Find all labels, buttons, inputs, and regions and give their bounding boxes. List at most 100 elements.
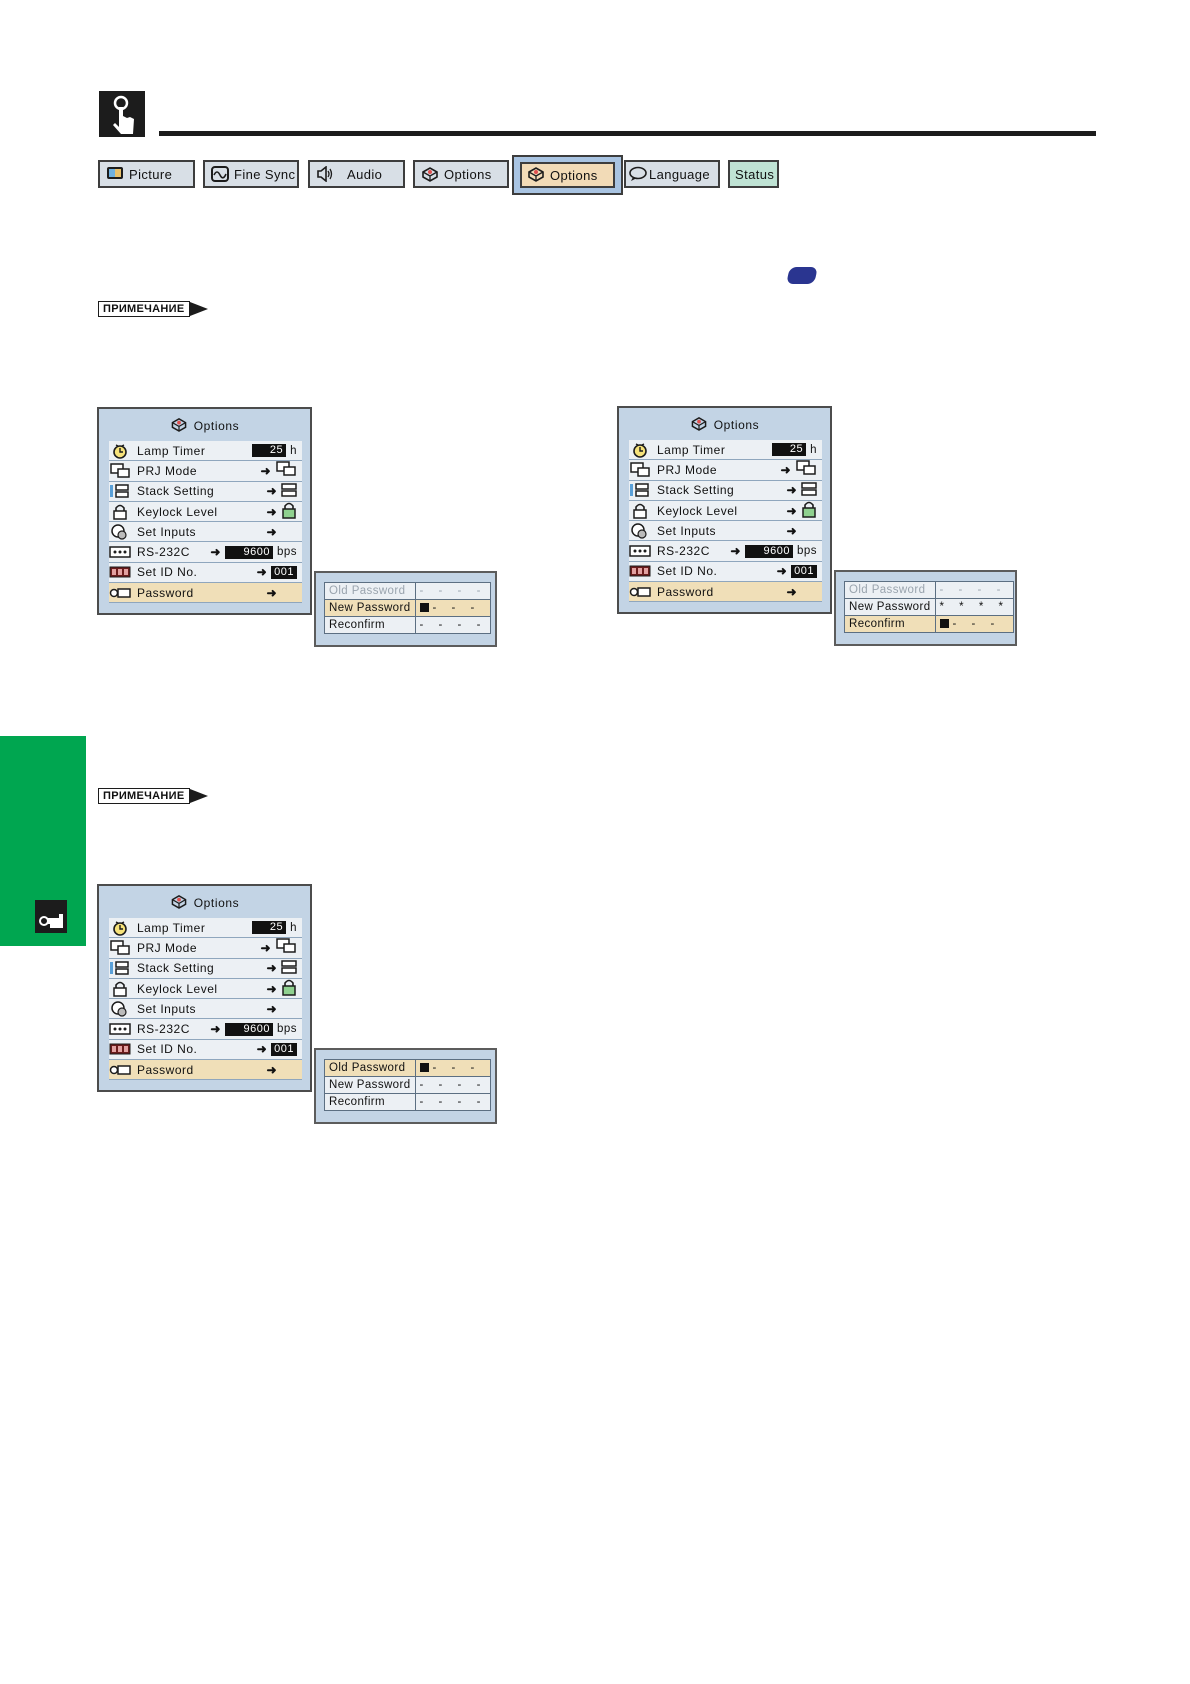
prj-mode-row[interactable]: PRJ Mode ➜	[109, 461, 302, 482]
picture-icon	[106, 166, 124, 182]
menu-item-label: PRJ Mode	[137, 463, 198, 478]
monitor-icon	[795, 460, 817, 479]
password-field[interactable]: - - -	[414, 599, 492, 617]
reconfirm-row[interactable]: Reconfirm - - - -	[324, 616, 492, 634]
padlock-icon	[801, 501, 817, 521]
tab-picture[interactable]: Picture	[98, 160, 195, 188]
id-display-icon	[629, 563, 651, 579]
serial-port-icon	[109, 544, 131, 560]
tab-status[interactable]: Status	[728, 160, 779, 188]
menu-item-label: Lamp Timer	[137, 443, 206, 458]
menu-item-label: PRJ Mode	[137, 940, 198, 955]
password-panel: Old Password - - - New Password - - - - …	[314, 1048, 497, 1124]
stack-icon	[281, 482, 297, 501]
serial-port-icon	[109, 1021, 131, 1037]
unit: h	[290, 444, 297, 457]
stack-setting-row[interactable]: Stack Setting ➜	[109, 481, 302, 502]
old-password-row[interactable]: Old Password - - - -	[844, 581, 1014, 599]
options-icon	[690, 416, 708, 434]
password-field[interactable]: - - - -	[414, 616, 492, 634]
menu-item-label: RS-232C	[137, 545, 190, 560]
prj-mode-row[interactable]: PRJ Mode ➜	[629, 460, 822, 481]
new-password-row[interactable]: New Password * * * *	[844, 598, 1014, 616]
padlock-icon	[281, 502, 297, 522]
password-row[interactable]: Password ➜	[109, 583, 302, 604]
menu-item-label: Keylock Level	[137, 981, 218, 996]
password-field[interactable]: * * * *	[934, 598, 1014, 616]
menu-item-label: Password	[657, 584, 714, 599]
password-panel: Old Password - - - - New Password - - - …	[314, 571, 497, 647]
stack-icon	[629, 482, 651, 498]
text-cursor	[939, 619, 949, 628]
hand-pointing-icon	[35, 900, 67, 933]
stack-setting-row[interactable]: Stack Setting ➜	[629, 480, 822, 501]
keylock-level-row[interactable]: Keylock Level ➜	[109, 501, 302, 523]
menu-item-label: RS-232C	[137, 1022, 190, 1037]
monitor-icon	[629, 462, 651, 478]
password-field[interactable]: - - -	[414, 1059, 492, 1077]
set-id-row[interactable]: Set ID No. ➜001	[629, 561, 822, 583]
lamp-timer-value: 25	[252, 921, 287, 935]
menu-item-label: Stack Setting	[137, 484, 215, 499]
set-id-row[interactable]: Set ID No. ➜001	[109, 1039, 302, 1061]
new-password-row[interactable]: New Password - - - -	[324, 1076, 492, 1094]
menu-item-label: Password	[137, 585, 194, 600]
stack-icon	[109, 483, 131, 499]
password-field[interactable]: - - - -	[414, 582, 492, 600]
set-inputs-row[interactable]: Set Inputs ➜	[109, 522, 302, 543]
header-rule	[159, 131, 1096, 136]
password-field[interactable]: - - - -	[414, 1093, 492, 1111]
tab-options-active[interactable]: Options	[520, 162, 615, 188]
stack-icon	[801, 481, 817, 500]
baud-rate-value: 9600	[224, 545, 273, 559]
tab-fine-sync[interactable]: Fine Sync	[203, 160, 299, 188]
arrow-right-icon: ➜	[256, 1042, 268, 1057]
field-label: Reconfirm	[844, 615, 936, 633]
tab-label: Picture	[129, 166, 173, 182]
monitor-icon	[275, 461, 297, 480]
password-row[interactable]: Password ➜	[629, 582, 822, 603]
tab-label: Status	[735, 166, 775, 182]
arrow-right-icon: ➜	[730, 544, 741, 559]
prj-mode-row[interactable]: PRJ Mode ➜	[109, 938, 302, 959]
clock-timer-icon	[629, 442, 651, 458]
lamp-timer-value: 25	[252, 444, 287, 458]
set-inputs-row[interactable]: Set Inputs ➜	[109, 999, 302, 1020]
new-password-row[interactable]: New Password - - -	[324, 599, 492, 617]
note-label: ПРИМЕЧАНИЕ	[98, 300, 208, 318]
monitor-icon	[275, 938, 297, 957]
id-display-icon	[109, 1041, 131, 1057]
keylock-level-row[interactable]: Keylock Level ➜	[629, 500, 822, 522]
menu-item-label: Lamp Timer	[137, 920, 206, 935]
stack-setting-row[interactable]: Stack Setting ➜	[109, 958, 302, 979]
arrow-right-icon: ➜	[266, 981, 277, 996]
password-field[interactable]: - - -	[934, 615, 1014, 633]
set-inputs-row[interactable]: Set Inputs ➜	[629, 521, 822, 542]
password-field[interactable]: - - - -	[414, 1076, 492, 1094]
old-password-row[interactable]: Old Password - - -	[324, 1059, 492, 1077]
arrow-right-icon: ➜	[266, 484, 277, 499]
unit: h	[810, 443, 817, 456]
field-label: Old Password	[844, 581, 936, 599]
lamp-timer-value: 25	[772, 443, 807, 457]
pointing-hand-icon	[99, 91, 145, 137]
reconfirm-row[interactable]: Reconfirm - - - -	[324, 1093, 492, 1111]
tab-label: Audio	[347, 166, 383, 182]
tab-language[interactable]: Language	[624, 160, 720, 188]
tab-audio[interactable]: Audio	[308, 160, 405, 188]
reconfirm-row[interactable]: Reconfirm - - -	[844, 615, 1014, 633]
password-row[interactable]: Password ➜	[109, 1060, 302, 1081]
password-field[interactable]: - - - -	[934, 581, 1014, 599]
keylock-level-row[interactable]: Keylock Level ➜	[109, 978, 302, 1000]
tab-options[interactable]: Options	[413, 160, 509, 188]
old-password-row[interactable]: Old Password - - - -	[324, 582, 492, 600]
menu-item-label: Password	[137, 1062, 194, 1077]
set-id-row[interactable]: Set ID No. ➜001	[109, 562, 302, 584]
